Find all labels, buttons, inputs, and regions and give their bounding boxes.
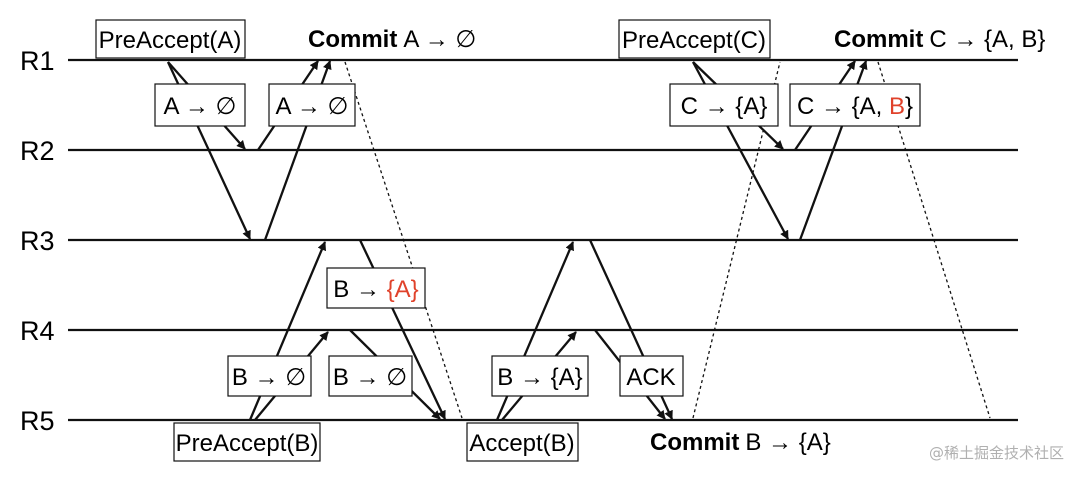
c-a-box: C → {A} xyxy=(669,83,779,127)
replica-label-r2: R2 xyxy=(20,136,55,166)
b-a-highlight-label: B → {A} xyxy=(333,276,418,303)
a-empty-box-1: A → ∅ xyxy=(154,83,246,127)
replica-timelines xyxy=(68,58,1018,422)
replica-label-r3: R3 xyxy=(20,226,55,256)
preaccept-a-label: PreAccept(A) xyxy=(99,27,242,54)
b-a-highlight-box: B → {A} xyxy=(326,267,426,309)
commit-c-keyword: Commit xyxy=(834,26,923,53)
c-ab-label: C → {A, B} xyxy=(797,93,913,120)
c-ab-highlight: B xyxy=(889,93,905,120)
b-a-highlight: {A} xyxy=(387,276,419,303)
c-a-label: C → {A} xyxy=(681,93,768,120)
c-ab-suffix: } xyxy=(905,93,913,120)
commit-c-rest: C → {A, B} xyxy=(929,26,1045,53)
b-a-label: B → {A} xyxy=(497,364,582,391)
a-empty-label-2: A → ∅ xyxy=(276,93,349,120)
preaccept-b-label: PreAccept(B) xyxy=(176,430,319,457)
replica-label-r1: R1 xyxy=(20,46,55,76)
accept-b-label: Accept(B) xyxy=(469,430,574,457)
commit-a-keyword: Commit xyxy=(308,26,397,53)
replica-label-r4: R4 xyxy=(20,316,55,346)
commit-b-dotted-line-left xyxy=(692,61,781,419)
b-a-box: B → {A} xyxy=(491,355,589,397)
commit-a-rest: A → ∅ xyxy=(403,26,476,53)
preaccept-b-box: PreAccept(B) xyxy=(173,422,321,462)
b-a-prefix: B → xyxy=(333,276,386,303)
watermark-text: @稀土掘金技术社区 xyxy=(929,444,1064,462)
preaccept-a-box: PreAccept(A) xyxy=(95,19,246,59)
a-empty-box-2: A → ∅ xyxy=(268,83,356,127)
b-empty-box-1: B → ∅ xyxy=(227,355,312,397)
b-empty-box-2: B → ∅ xyxy=(328,355,413,397)
b-empty-label-1: B → ∅ xyxy=(232,364,306,391)
ack-box: ACK xyxy=(619,355,684,397)
preaccept-c-box: PreAccept(C) xyxy=(618,19,771,59)
replica-label-r5: R5 xyxy=(20,406,55,436)
commit-b-rest: B → {A} xyxy=(745,429,830,456)
message-boxes: PreAccept(A) A → ∅ A → ∅ PreAccept(C) C … xyxy=(95,19,921,462)
commit-b-keyword: Commit xyxy=(650,429,739,456)
preaccept-c-label: PreAccept(C) xyxy=(622,27,766,54)
accept-b-box: Accept(B) xyxy=(466,422,579,462)
commit-a-dotted-line xyxy=(344,61,463,419)
c-ab-box: C → {A, B} xyxy=(789,83,921,127)
b-empty-label-2: B → ∅ xyxy=(333,364,407,391)
ack-label: ACK xyxy=(626,364,675,391)
a-empty-label-1: A → ∅ xyxy=(164,93,237,120)
c-ab-prefix: C → {A, xyxy=(797,93,889,120)
replica-labels: R1 R2 R3 R4 R5 xyxy=(20,46,55,436)
